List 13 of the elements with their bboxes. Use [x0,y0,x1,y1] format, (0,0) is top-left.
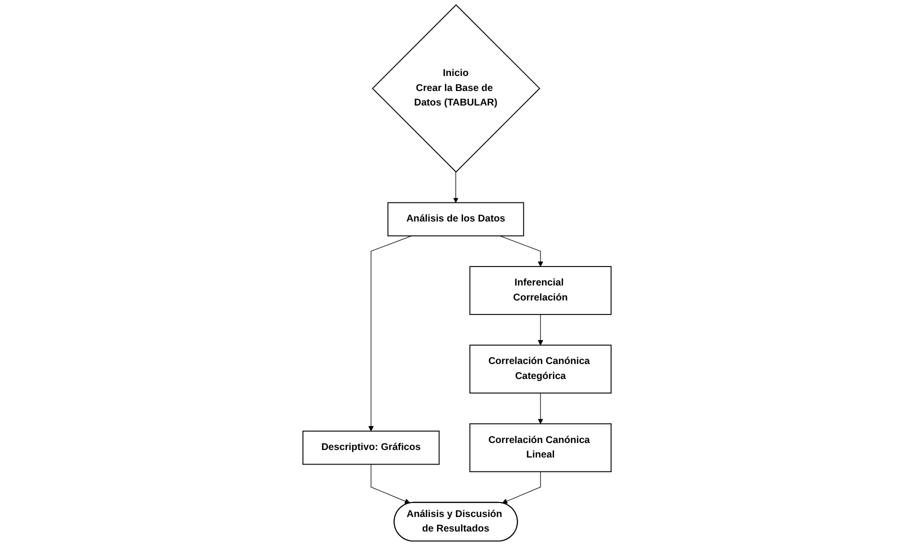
node-box: Análisis de los Datos [387,202,524,236]
node-box: Inferencial Correlación [469,266,612,315]
arrow [499,236,544,267]
node-box: Correlación Canónica Lineal [469,423,612,472]
arrow [538,392,544,424]
node-diamond: Inicio Crear la Base de Datos (TABULAR) [372,4,540,173]
arrow [368,236,412,432]
arrow [538,314,544,346]
arrow [502,471,541,504]
arrow [453,172,458,203]
node-box: Correlación Canónica Categórica [469,344,612,394]
arrow [370,464,410,504]
node-box: Descriptivo: Gráficos [302,430,440,465]
